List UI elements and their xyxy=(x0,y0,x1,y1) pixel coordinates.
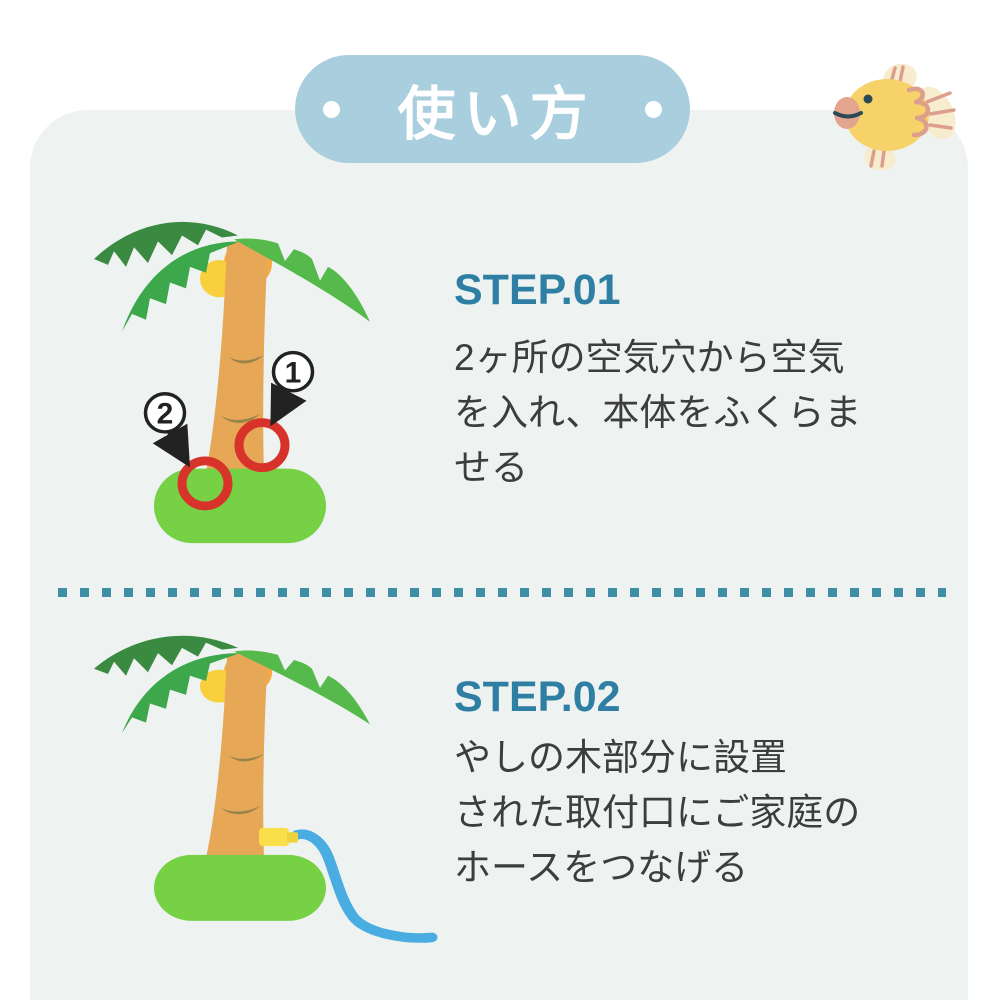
step-1-line-3: せる xyxy=(454,447,528,488)
step-2-line-3: ホースをつなげる xyxy=(454,847,749,888)
air-hole-marker-2 xyxy=(177,456,233,511)
step-1-line-2: を入れ、本体をふくらま xyxy=(454,392,862,433)
step-2-line-1: やしの木部分に設置 xyxy=(454,737,787,778)
annotation-number-1: 1 xyxy=(285,357,302,390)
page-title: 使い方 xyxy=(397,82,596,147)
palm-tree-icon xyxy=(94,221,370,544)
pill-dot-left xyxy=(323,100,340,118)
annotation-number-2: 2 xyxy=(157,398,174,431)
step-1-line-1: 2ヶ所の空気穴から空気 xyxy=(454,337,845,378)
palm-tree-step1-illustration: 1 2 xyxy=(94,221,370,544)
annotation-arrow-2 xyxy=(152,423,190,468)
palm-tree-icon xyxy=(94,635,370,921)
annotation-arrow-1 xyxy=(270,382,307,427)
annotation-badge-1: 1 xyxy=(271,350,315,393)
step-2-description: やしの木部分に設置 された取付口にご家庭の ホースをつなげる xyxy=(454,730,860,895)
goldfish-icon xyxy=(833,63,956,171)
step-2-label: STEP.02 xyxy=(454,673,621,721)
dotted-divider xyxy=(58,588,946,597)
pill-dot-right xyxy=(644,100,662,118)
title-pill: 使い方 xyxy=(295,55,690,163)
air-hole-marker-1 xyxy=(234,418,290,473)
step-2-line-2: された取付口にご家庭の xyxy=(454,792,861,833)
hose-connector xyxy=(259,827,298,847)
step-1-description: 2ヶ所の空気穴から空気 を入れ、本体をふくらま せる xyxy=(454,330,861,495)
garden-hose xyxy=(291,829,438,943)
palm-tree-step2-illustration xyxy=(94,635,438,943)
annotation-badge-2: 2 xyxy=(143,392,187,434)
step-1-label: STEP.01 xyxy=(454,266,621,314)
